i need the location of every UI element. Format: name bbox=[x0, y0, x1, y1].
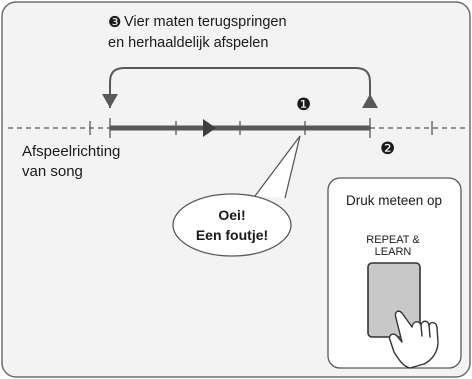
speech-bubble bbox=[172, 135, 301, 257]
instruction-text: Druk meteen op bbox=[346, 193, 442, 208]
loop-up-arrowhead-icon bbox=[362, 94, 378, 108]
step2-marker: ❷ bbox=[380, 139, 395, 158]
button-label-line2: LEARN bbox=[375, 246, 412, 258]
step3-caption-line2: en herhaaldelijk afspelen bbox=[108, 35, 268, 51]
step1-marker: ❶ bbox=[296, 95, 311, 114]
play-triangle-icon bbox=[203, 119, 216, 137]
pointing-hand-icon bbox=[388, 310, 439, 369]
step3-caption-line1: Vier maten terugspringen bbox=[124, 14, 287, 30]
step3-marker: ❸ bbox=[108, 14, 121, 31]
direction-label-line2: van song bbox=[22, 163, 83, 180]
loop-down-arrowhead-icon bbox=[102, 94, 118, 108]
direction-label-line1: Afspeelrichting bbox=[22, 143, 120, 160]
loop-back-arrow-icon bbox=[109, 67, 371, 108]
measure-ticks bbox=[89, 118, 433, 138]
bubble-text-line1: Oei! bbox=[218, 207, 245, 223]
button-label-line1: REPEAT & bbox=[366, 234, 420, 246]
bubble-text-line2: Een foutje! bbox=[196, 227, 268, 243]
